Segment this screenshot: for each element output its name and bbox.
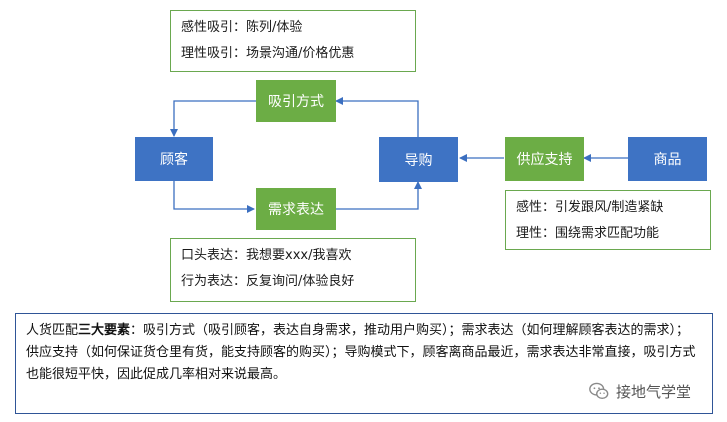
node-supply-support: 供应支持	[505, 137, 584, 181]
watermark: 接地气学堂	[588, 378, 714, 404]
note-supply: 感性：引发跟风/制造紧缺 理性：围绕需求匹配功能	[505, 190, 711, 250]
node-product-label: 商品	[653, 152, 682, 168]
wechat-icon	[589, 382, 609, 400]
node-supply-support-label: 供应支持	[516, 152, 573, 168]
note-attract-line-2: 理性吸引：场景沟通/价格优惠	[181, 46, 355, 61]
note-attract: 感性吸引：陈列/体验 理性吸引：场景沟通/价格优惠	[170, 10, 416, 72]
summary-body: 吸引方式（吸引顾客，表达自身需求，推动用户购买）；需求表达（如何理解顾客表达的需…	[26, 323, 696, 382]
watermark-text: 接地气学堂	[616, 382, 692, 401]
node-guide-purchase-label: 导购	[404, 152, 433, 169]
summary-colon: ：	[130, 323, 144, 338]
node-demand-express: 需求表达	[256, 188, 336, 230]
note-express-line-2: 行为表达：反复询问/体验良好	[181, 274, 355, 289]
node-demand-express-label: 需求表达	[268, 202, 324, 218]
node-attract-method: 吸引方式	[256, 80, 336, 122]
summary-emphasis: 三大要素	[78, 323, 131, 338]
note-attract-line-1: 感性吸引：陈列/体验	[181, 20, 303, 35]
note-express: 口头表达：我想要xxx/我喜欢 行为表达：反复询问/体验良好	[170, 238, 416, 302]
node-customer-label: 顾客	[160, 152, 188, 168]
note-supply-line-1: 感性：引发跟风/制造紧缺	[516, 200, 664, 215]
note-express-line-1: 口头表达：我想要xxx/我喜欢	[181, 248, 352, 263]
summary-box: 人货匹配三大要素：吸引方式（吸引顾客，表达自身需求，推动用户购买）；需求表达（如…	[15, 313, 713, 414]
arrow-guide-to-attract	[335, 97, 419, 137]
arrow-customer-to-demand	[173, 181, 255, 213]
note-supply-line-2: 理性：围绕需求匹配功能	[516, 226, 660, 241]
summary-lead: 人货匹配	[26, 323, 79, 338]
node-guide-purchase: 导购	[379, 137, 458, 182]
node-attract-method-label: 吸引方式	[268, 94, 324, 110]
node-customer: 顾客	[135, 137, 213, 181]
node-product: 商品	[628, 137, 707, 181]
arrow-demand-to-guide	[336, 181, 422, 210]
arrow-attract-to-customer	[170, 100, 256, 137]
